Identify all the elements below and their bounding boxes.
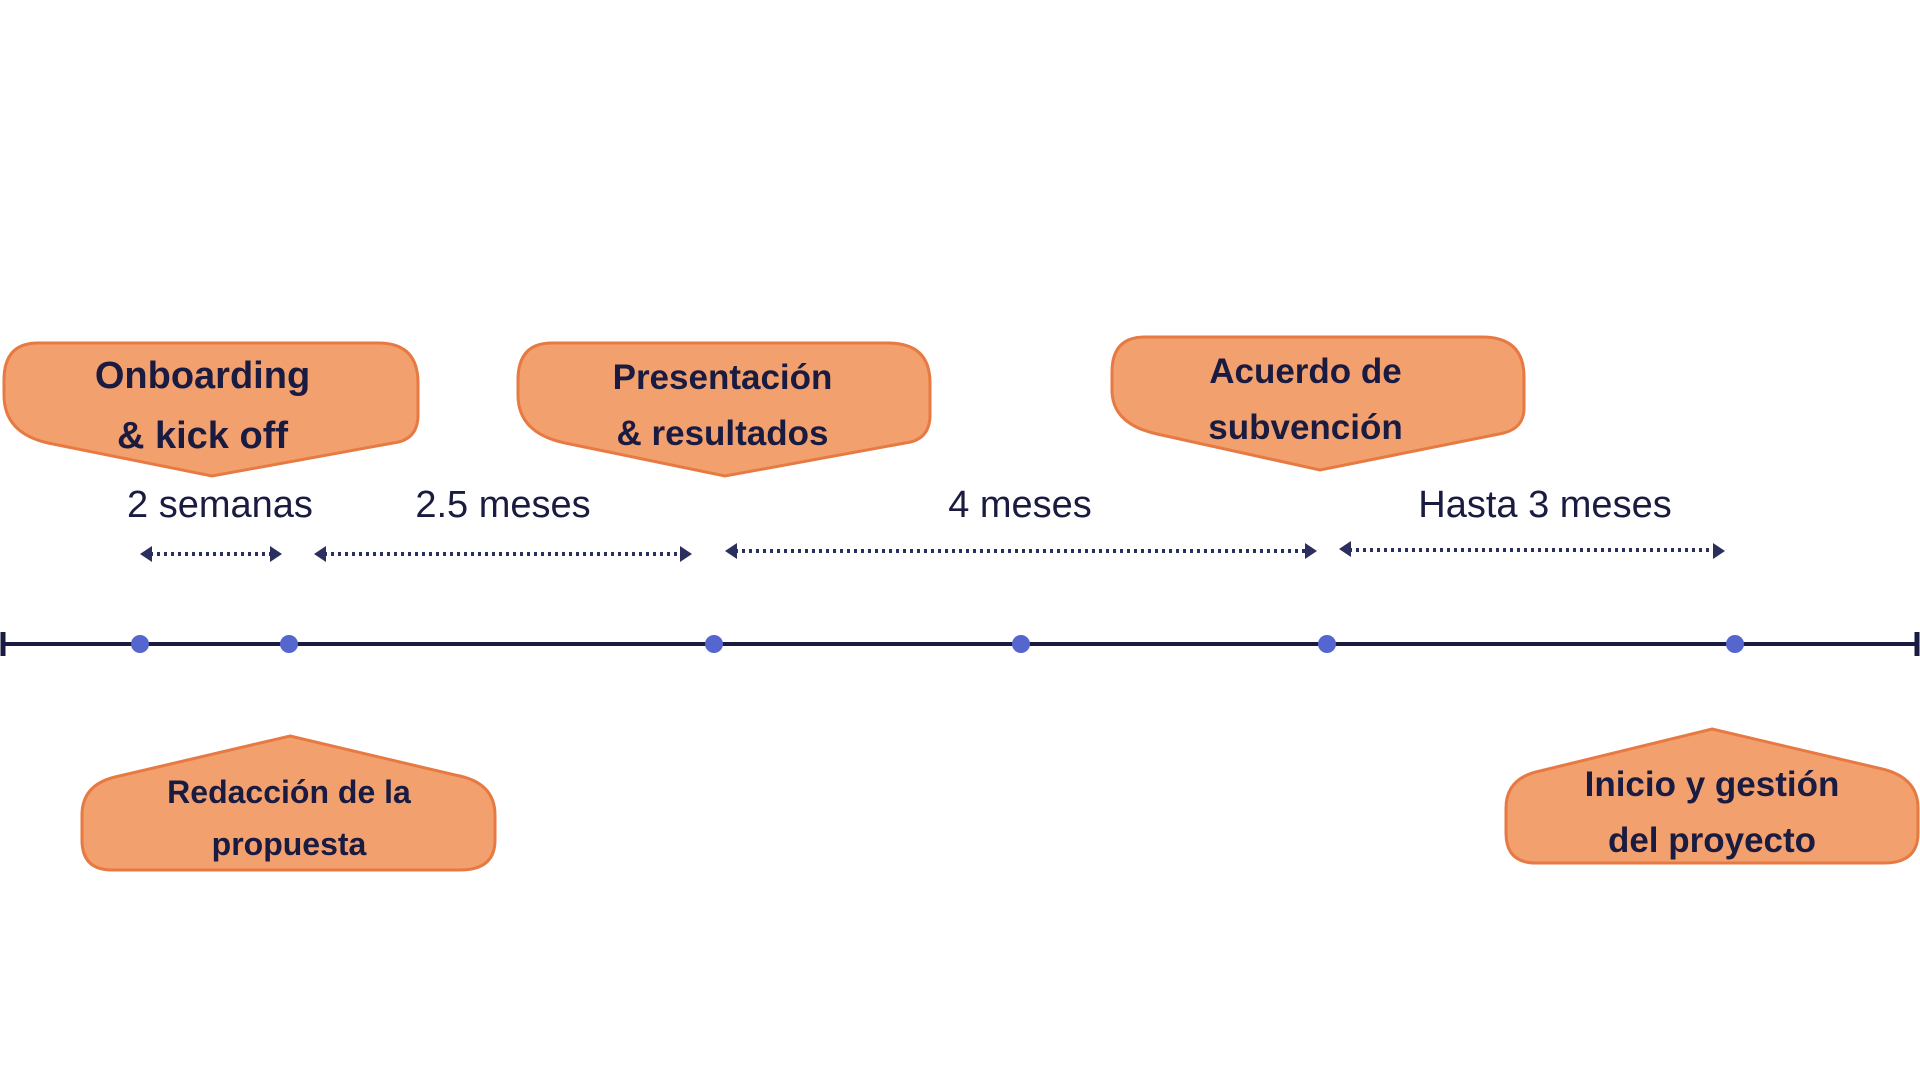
milestone-line: & kick off	[116, 415, 289, 457]
milestone-label-redaccion: Redacción de la propuesta	[124, 766, 454, 870]
duration-label: 2.5 meses	[415, 484, 591, 526]
timeline-dot	[280, 635, 298, 653]
duration-arrow-2-5-meses	[314, 546, 692, 562]
milestone-line: Inicio y gestión	[1584, 765, 1840, 804]
callout-acuerdo	[1110, 335, 1526, 472]
milestone-line: propuesta	[211, 826, 367, 862]
milestone-line: Presentación	[612, 358, 833, 397]
milestone-line: & resultados	[616, 414, 829, 453]
milestone-label-acuerdo: Acuerdo de subvención	[1143, 344, 1468, 456]
timeline-dot	[705, 635, 723, 653]
callout-redaccion	[80, 734, 497, 872]
duration-arrow-hasta-3-meses	[1339, 541, 1725, 559]
timeline-dot	[1012, 635, 1030, 653]
milestone-line: Redacción de la	[167, 774, 411, 810]
duration-label: 2 semanas	[127, 484, 313, 526]
milestone-line: subvención	[1208, 408, 1403, 447]
duration-arrow-4-meses	[725, 543, 1317, 559]
timeline-dot	[131, 635, 149, 653]
duration-label: Hasta 3 meses	[1418, 484, 1672, 526]
milestone-line: Onboarding	[94, 355, 311, 397]
milestone-line: Acuerdo de	[1209, 352, 1402, 391]
callout-onboarding	[2, 341, 420, 478]
timeline-dot	[1726, 635, 1744, 653]
milestone-line: del proyecto	[1607, 821, 1817, 860]
timeline-dot	[1318, 635, 1336, 653]
duration-arrow-2-semanas	[140, 546, 282, 562]
milestone-label-onboarding: Onboarding & kick off	[40, 346, 365, 466]
callout-presentacion	[516, 341, 932, 478]
milestone-label-presentacion: Presentación & resultados	[560, 350, 885, 462]
milestone-label-inicio: Inicio y gestión del proyecto	[1547, 757, 1877, 869]
duration-label: 4 meses	[948, 484, 1092, 526]
callout-inicio	[1504, 727, 1920, 865]
